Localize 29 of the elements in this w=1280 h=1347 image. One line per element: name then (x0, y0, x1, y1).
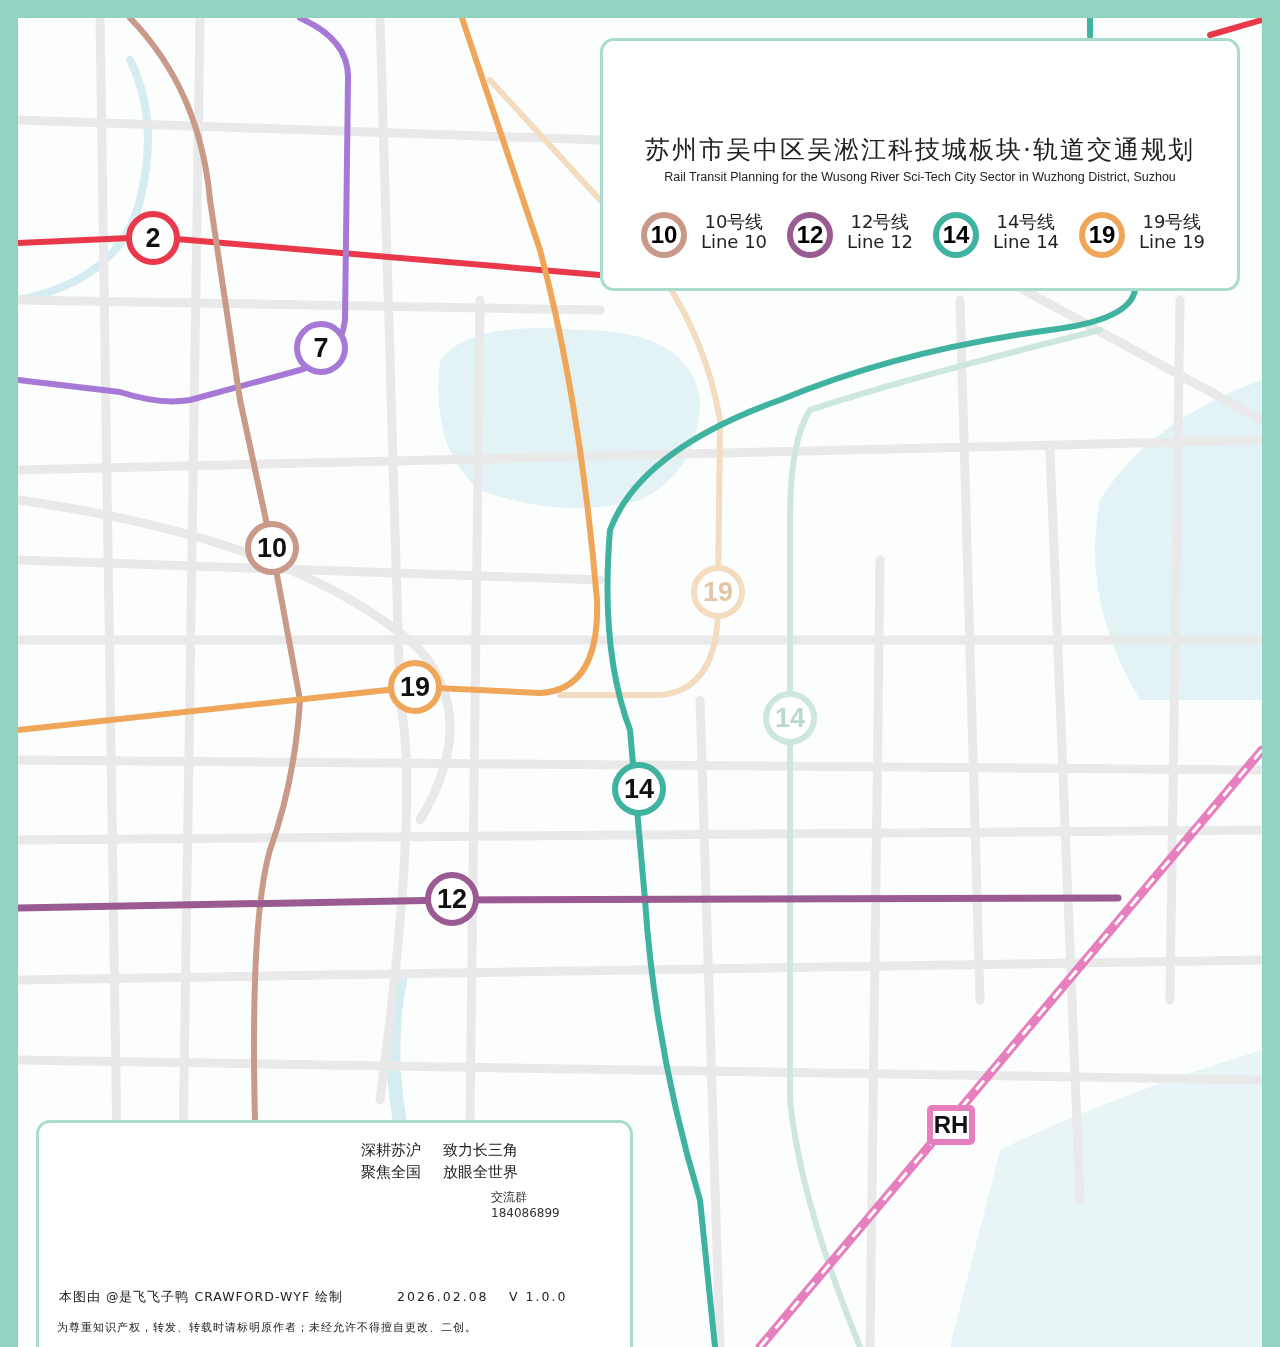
line-badge: 7 (294, 321, 348, 375)
line-badge: 10 (245, 521, 299, 575)
legend-swatch: 10 (641, 212, 687, 258)
slogan-text: 深耕苏沪 (361, 1141, 421, 1160)
group-label: 交流群 (491, 1189, 527, 1206)
copyright-note: 为尊重知识产权，转发、转载时请标明原作者；未经允许不得擅自更改、二创。 (57, 1321, 477, 1335)
line-badge: RH (927, 1105, 975, 1145)
legend-text: 10号线 Line 10 (699, 212, 769, 252)
legend-text: 14号线 Line 14 (991, 212, 1061, 252)
line-badge: 2 (126, 211, 180, 265)
slogan-text: 致力长三角 (443, 1141, 518, 1160)
map-subtitle: Rail Transit Planning for the Wusong River Sci-Tech City Sector in Wuzhong District, Suzhou (663, 170, 1177, 184)
line-badge: 14 (763, 691, 817, 745)
version-text: V 1.0.0 (509, 1289, 568, 1304)
date-text: 2026.02.08 (397, 1289, 489, 1304)
group-number: 184086899 (491, 1206, 560, 1220)
slogan-text: 聚焦全国 (361, 1163, 421, 1182)
slogan-text: 放眼全世界 (443, 1163, 518, 1182)
line-badge: 19 (388, 660, 442, 714)
line-badge: 12 (425, 872, 479, 926)
legend-text: 12号线 Line 12 (845, 212, 915, 252)
map-title: 苏州市吴中区吴淞江科技城板块·轨道交通规划 (644, 134, 1196, 166)
legend-swatch: 12 (787, 212, 833, 258)
line-badge: 19 (691, 565, 745, 619)
line-badge: 14 (612, 762, 666, 816)
credit-text: 本图由 @是飞飞子鸭 CRAWFORD-WYF 绘制 (59, 1289, 344, 1306)
legend-swatch: 19 (1079, 212, 1125, 258)
legend-swatch: 14 (933, 212, 979, 258)
legend-text: 19号线 Line 19 (1137, 212, 1207, 252)
